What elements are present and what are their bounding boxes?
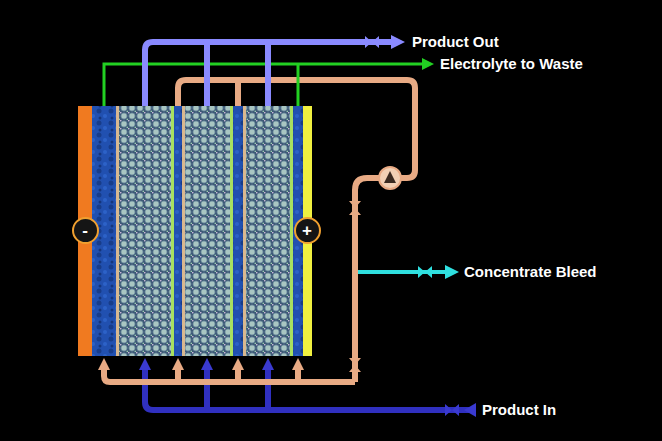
bleed-pipe <box>358 270 452 274</box>
pump-symbol <box>379 167 401 189</box>
anode-plate <box>303 106 312 356</box>
membrane <box>230 106 233 356</box>
pipe <box>265 42 271 106</box>
flow-label: Product In <box>482 401 556 419</box>
concentrate-loop <box>104 80 415 382</box>
valve <box>349 201 361 215</box>
valve <box>445 404 459 416</box>
resin-compartment <box>246 106 290 356</box>
membrane <box>290 106 293 356</box>
edi-stack <box>78 106 312 356</box>
pipe <box>235 364 241 382</box>
electrode-terminal: + <box>294 217 321 244</box>
pipe <box>145 364 470 410</box>
valve <box>365 36 379 48</box>
pipe <box>145 42 398 106</box>
inlet-arrow <box>464 403 476 417</box>
pipe <box>297 64 300 106</box>
pipe <box>204 364 210 410</box>
concentrate-compartment <box>233 106 243 356</box>
membrane <box>171 106 174 356</box>
pipe <box>235 80 241 106</box>
pipe <box>204 42 210 106</box>
electrode-terminal: - <box>72 217 99 244</box>
pipe <box>175 364 181 382</box>
membrane <box>182 106 185 356</box>
valve <box>349 358 361 372</box>
product-out-pipe <box>145 42 398 106</box>
pipe <box>295 364 301 382</box>
flow-label: Electrolyte to Waste <box>440 55 583 73</box>
pipe <box>265 364 271 410</box>
valve <box>418 266 432 278</box>
membrane <box>243 106 246 356</box>
product-in-pipe <box>145 364 470 410</box>
concentrate-compartment <box>174 106 182 356</box>
polarity-sign: + <box>302 222 312 239</box>
flow-label: Product Out <box>412 33 499 51</box>
flow-label: Concentrate Bleed <box>464 263 597 281</box>
pipe <box>355 178 380 382</box>
membrane <box>116 106 119 356</box>
resin-compartment <box>119 106 171 356</box>
pipe <box>104 364 355 382</box>
polarity-sign: - <box>82 222 88 239</box>
resin-compartment <box>185 106 230 356</box>
